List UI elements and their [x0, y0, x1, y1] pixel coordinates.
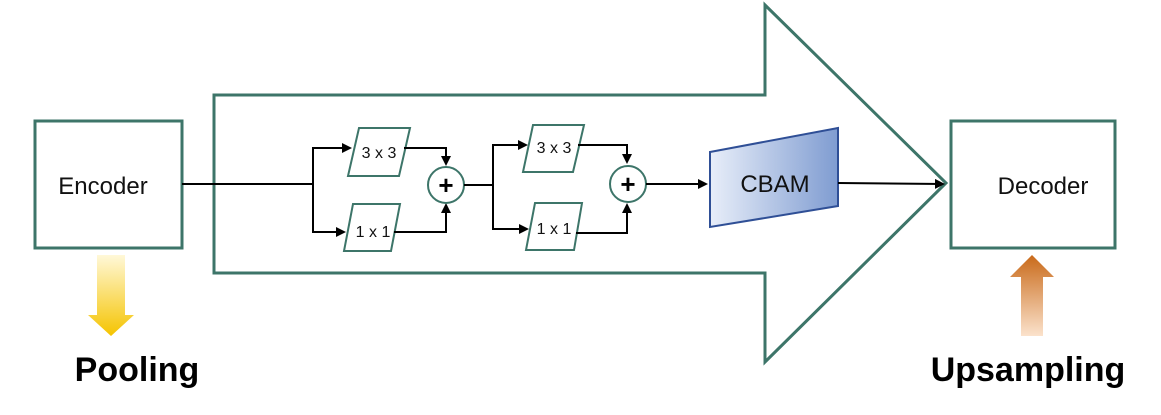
decoder-box — [949, 119, 1117, 250]
split2-top-path — [492, 140, 528, 185]
cbam-output-arrow — [837, 178, 945, 189]
conv1x1-box-2 — [524, 202, 584, 251]
conv3x3-box-2 — [521, 124, 586, 173]
conv1x1-label-2: 1 x 1 — [537, 221, 572, 238]
encoder-label: Encoder — [58, 173, 147, 200]
conv3x3-to-sum-2 — [578, 144, 632, 164]
conv3x3-to-sum-1 — [404, 147, 451, 166]
cbam-block: CBAM — [709, 126, 839, 229]
conv3x3-label-1: 3 x 3 — [362, 145, 397, 162]
cbam-box — [709, 126, 839, 229]
down-arrow-icon — [88, 255, 134, 336]
decoder-label: Decoder — [998, 173, 1089, 200]
conv3x3-label-2: 3 x 3 — [537, 140, 572, 157]
upsampling-indicator: Upsampling — [931, 255, 1126, 389]
encoder-block: Encoder — [33, 119, 184, 250]
conv1x1-label-1: 1 x 1 — [356, 224, 391, 241]
split1-bottom-path — [312, 184, 346, 237]
conv3x3-box-1 — [346, 127, 412, 177]
conv1x1-to-sum-1 — [394, 203, 451, 233]
pooling-label: Pooling — [75, 351, 200, 389]
pooling-indicator: Pooling — [75, 255, 200, 389]
encoder-box — [33, 119, 184, 250]
conv1x1-to-sum-2 — [576, 203, 632, 234]
split1-top-path — [312, 143, 352, 184]
cbam-label: CBAM — [740, 171, 809, 198]
conv1x1-box-1 — [342, 203, 402, 252]
sum-symbol-2: + — [620, 169, 635, 199]
decoder-block: Decoder — [949, 119, 1117, 250]
split2-bottom-path — [492, 185, 529, 234]
residual-block-2: 3 x 3 1 x 1 + — [521, 124, 647, 251]
sum-symbol-1: + — [438, 170, 453, 200]
residual-block-1: 3 x 3 1 x 1 + — [342, 127, 465, 252]
big-flow-arrow — [212, 1, 949, 366]
upsampling-label: Upsampling — [931, 351, 1126, 389]
up-arrow-icon — [1010, 255, 1054, 336]
